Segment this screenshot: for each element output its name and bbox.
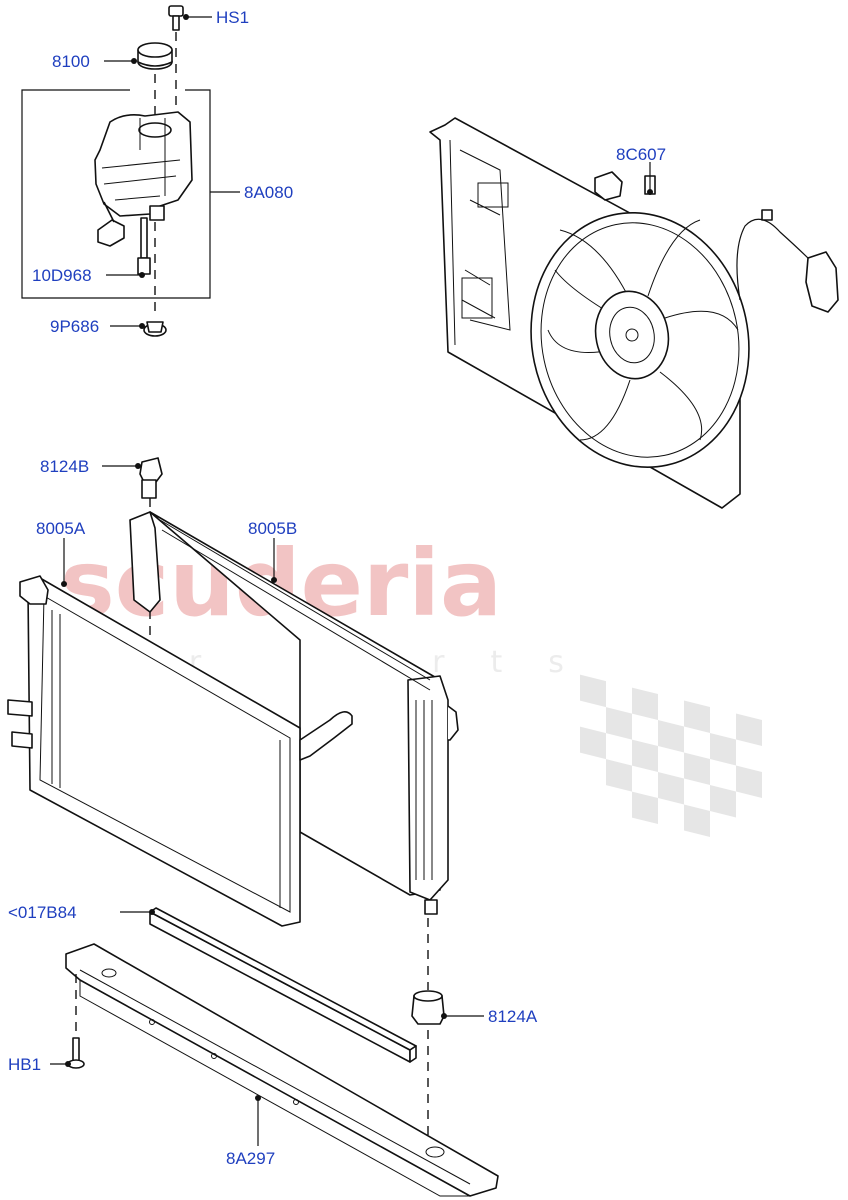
level-sensor xyxy=(137,217,151,275)
leader-lines xyxy=(50,14,653,1146)
label-8005a: 8005A xyxy=(36,519,86,538)
label-8a297: 8A297 xyxy=(226,1149,275,1168)
label-9p686: 9P686 xyxy=(50,317,99,336)
condenser xyxy=(7,575,353,927)
checkered-flag-logo xyxy=(580,674,762,838)
label-8100: 8100 xyxy=(52,52,90,71)
label-8124a: 8124A xyxy=(488,1007,538,1026)
screw-hs1 xyxy=(168,5,184,31)
label-hs1: HS1 xyxy=(216,8,249,27)
label-8005b: 8005B xyxy=(248,519,297,538)
cooling-fan-assembly xyxy=(429,117,839,509)
drain-plug xyxy=(143,321,167,337)
lower-mount xyxy=(411,990,445,1025)
expansion-tank xyxy=(94,111,193,247)
lower-support-member xyxy=(65,943,499,1197)
upper-mount xyxy=(139,457,163,499)
label-hb1: HB1 xyxy=(8,1055,41,1074)
reservoir-cap xyxy=(137,42,173,70)
label-10d968: 10D968 xyxy=(32,266,92,285)
label-017b84: <017B84 xyxy=(8,903,77,922)
label-8124b: 8124B xyxy=(40,457,89,476)
callout-labels: HS1 8100 8A080 10D968 9P686 8C607 8124B … xyxy=(8,8,666,1168)
label-8c607: 8C607 xyxy=(616,145,666,164)
label-8a080: 8A080 xyxy=(244,183,293,202)
seal-strip xyxy=(149,907,417,1063)
coolant-reservoir-group xyxy=(21,5,211,337)
radiator xyxy=(129,511,459,915)
